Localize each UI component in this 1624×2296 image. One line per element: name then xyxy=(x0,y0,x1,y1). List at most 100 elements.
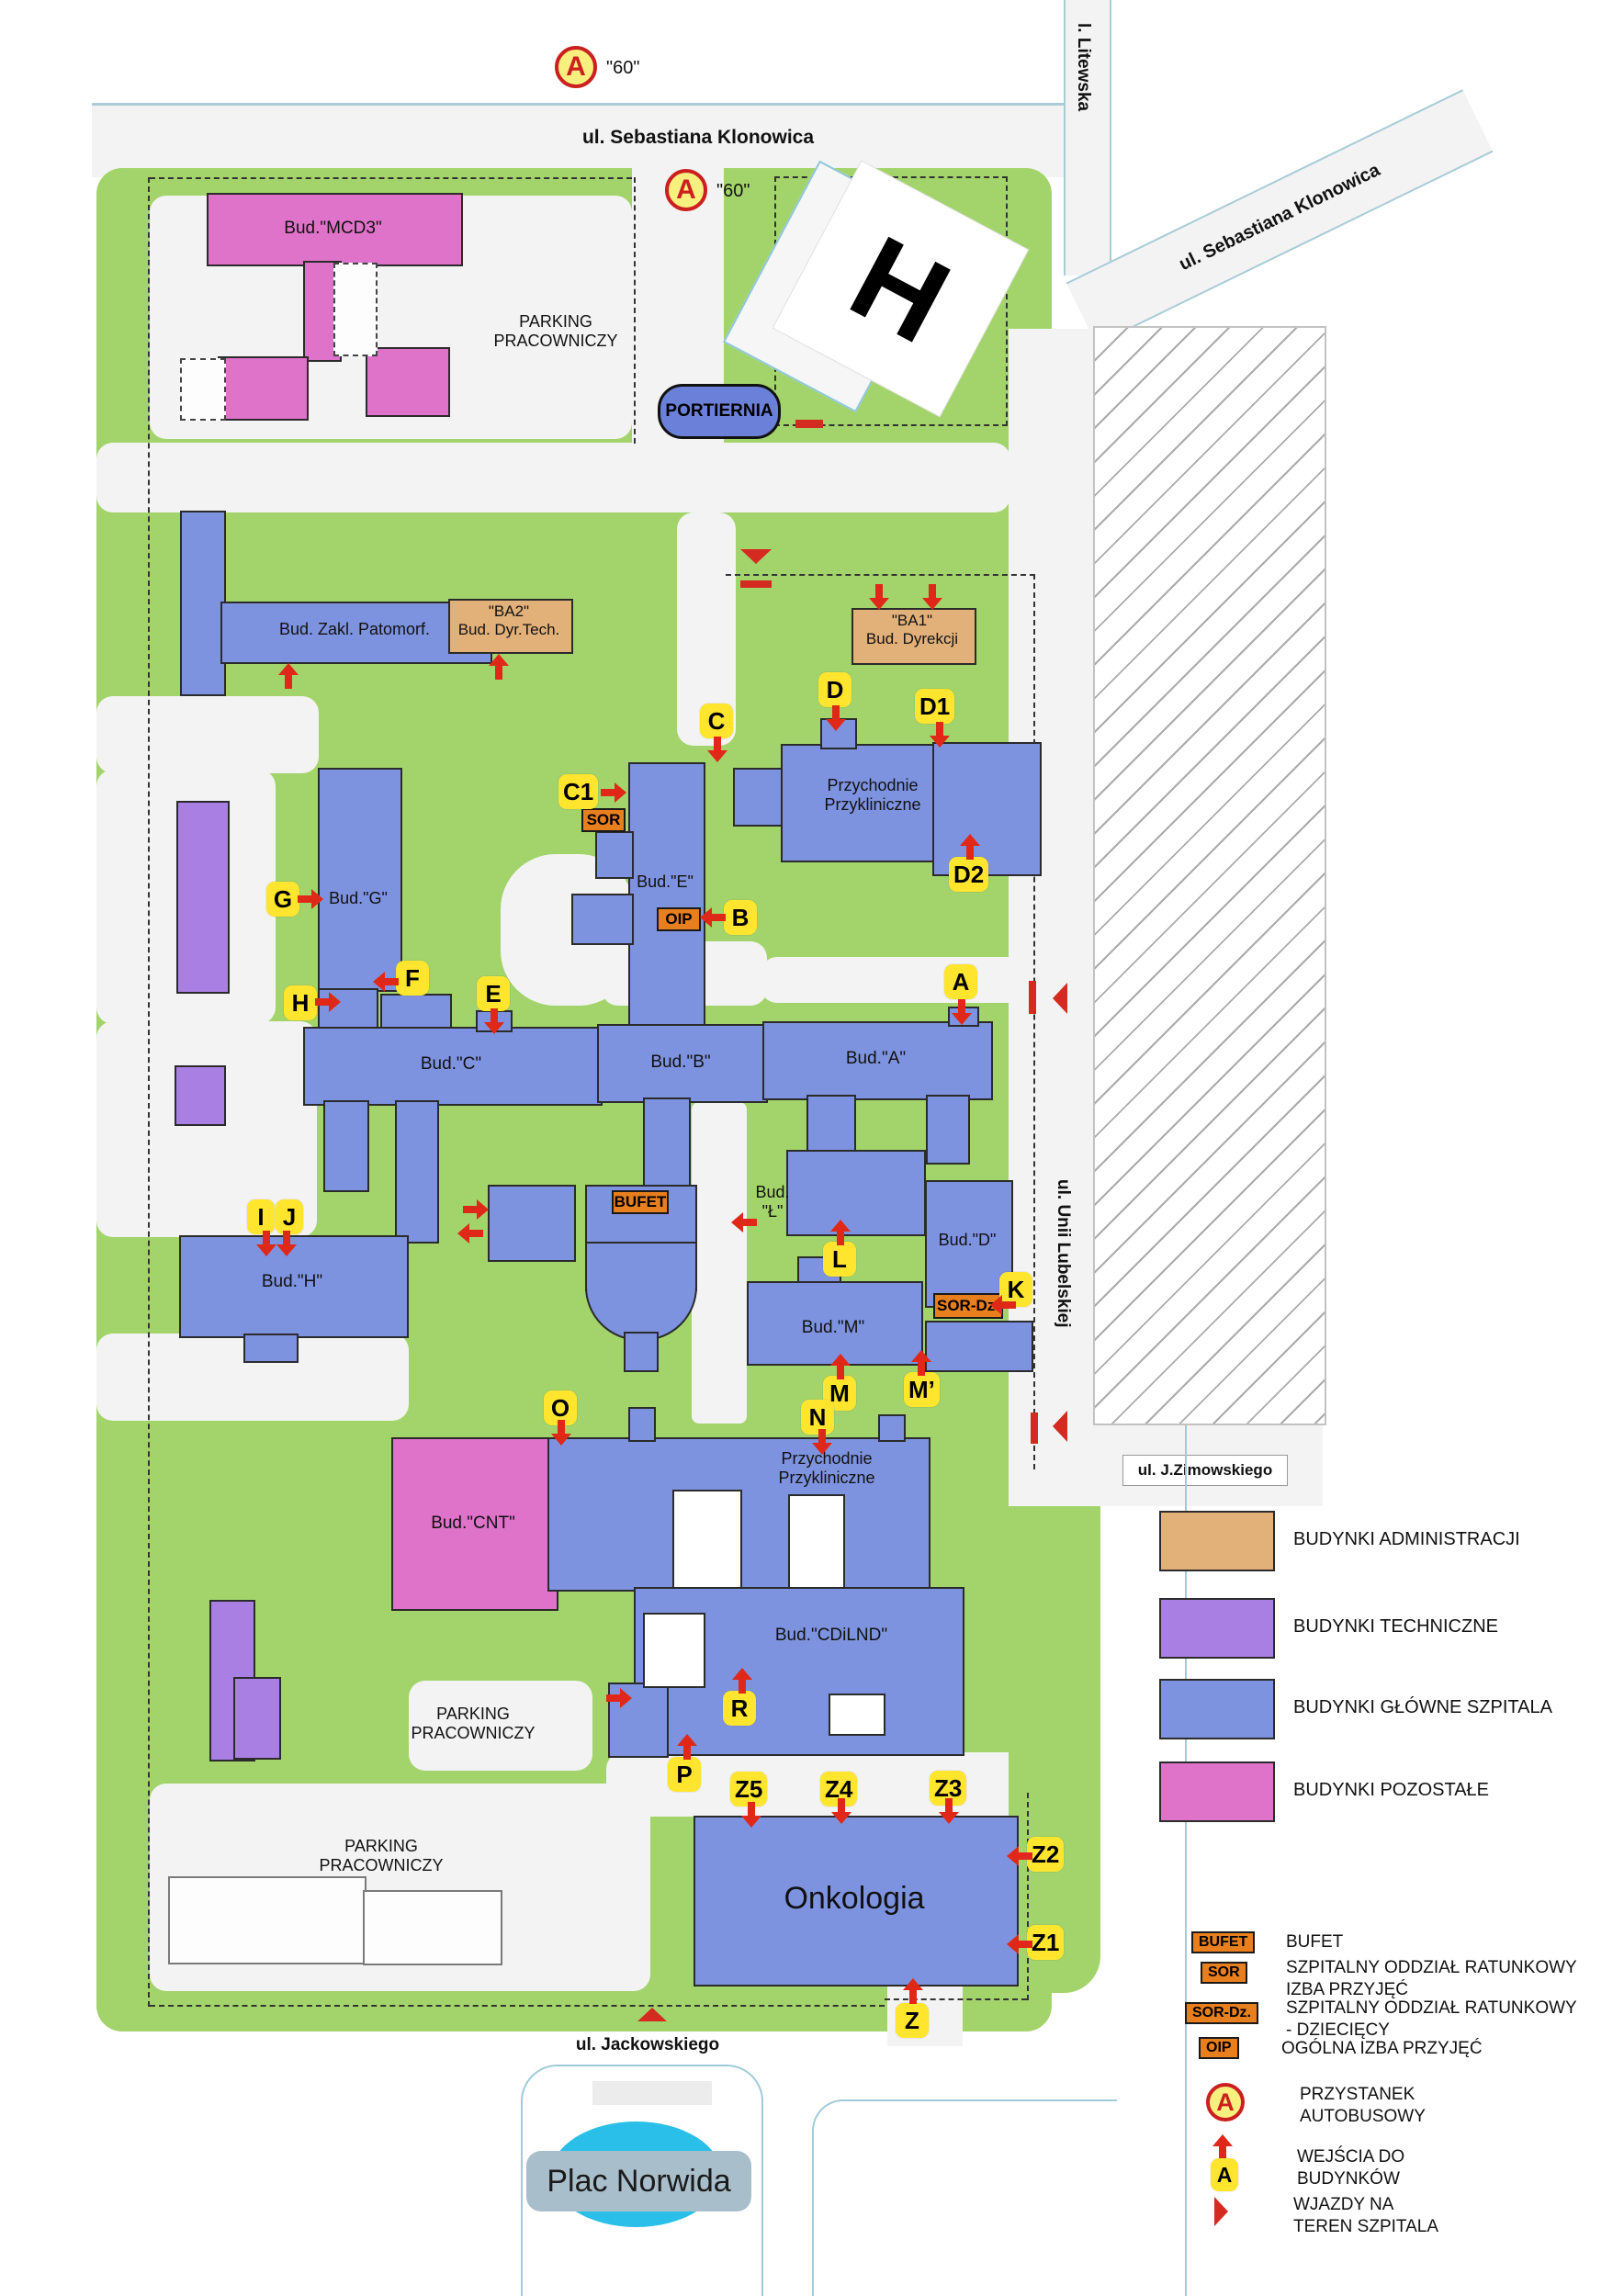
arrow-ba1-1 xyxy=(869,584,889,610)
bufet-box: BUFET xyxy=(612,1190,669,1214)
building-mcd3-label: Bud."MCD3" xyxy=(284,219,382,238)
entrance-arrow-D2 xyxy=(960,834,980,860)
gate-bar-top xyxy=(740,580,772,588)
legend-bufet-box: BUFET xyxy=(1191,1931,1256,1953)
legend-label-0: BUDYNKI ADMINISTRACJI xyxy=(1293,1529,1520,1549)
entrance-marker-I: I xyxy=(247,1199,275,1234)
entrance-marker-P: P xyxy=(668,1757,701,1792)
entrance-arrow-Z3 xyxy=(939,1798,959,1824)
legend-label-2: BUDYNKI GŁÓWNE SZPITALA xyxy=(1293,1697,1552,1717)
oip-box: OIP xyxy=(657,907,701,931)
building-e-annex-2 xyxy=(571,894,634,945)
building-g-label: Bud."G" xyxy=(329,889,388,907)
street-unii-lubelskiej xyxy=(1009,329,1093,1424)
building-bufet-stem xyxy=(624,1332,659,1372)
entrance-arrow-J xyxy=(276,1231,297,1256)
building-ba2 xyxy=(448,599,573,654)
building-mcd3-annex-2 xyxy=(333,263,378,356)
building-onkologia xyxy=(694,1816,1019,1986)
building-d-label: Bud."D" xyxy=(938,1231,997,1249)
legend-symbol-label-5-0: WEJŚCIA DO xyxy=(1297,2147,1405,2167)
legend-symbol-label-1-1: IZBA PRZYJĘĆ xyxy=(1286,1980,1409,1999)
gate-triangle-east-2 xyxy=(1053,1411,1067,1442)
building-h-label: Bud."H" xyxy=(261,1272,323,1291)
road-center xyxy=(692,1102,747,1424)
courtyard-4 xyxy=(829,1694,885,1736)
bus-stop-icon-inner: A xyxy=(665,169,707,211)
perimeter-ba xyxy=(726,574,1035,576)
legend-oip-box: OIP xyxy=(1199,2037,1239,2059)
entrance-marker-E: E xyxy=(477,976,510,1011)
entrance-marker-A: A xyxy=(944,964,977,999)
perimeter-right xyxy=(1033,574,1035,1469)
legend-sor_dz-box: SOR-Dz. xyxy=(1185,2002,1258,2024)
building-przychodnie-stub-2 xyxy=(878,1414,906,1442)
legend-symbol-label-6-0: WJAZDY NA xyxy=(1293,2195,1394,2214)
legend-label-3: BUDYNKI POZOSTAŁE xyxy=(1293,1780,1490,1800)
street-label-klonowica-diagonal: ul. Sebastiana Klonowica xyxy=(1176,159,1383,275)
entrance-marker-R: R xyxy=(723,1691,756,1726)
entrance-marker-Z1: Z1 xyxy=(1027,1925,1065,1960)
gate-bar-east-1 xyxy=(1029,981,1036,1014)
building-cdilnd-label: Bud."CDiLND" xyxy=(774,1626,888,1645)
legend-label-1: BUDYNKI TECHNICZNE xyxy=(1293,1616,1498,1637)
road-left-mid xyxy=(96,696,319,773)
entrance-marker-Z5: Z5 xyxy=(730,1772,768,1806)
building-tech-1 xyxy=(176,801,230,994)
entrance-arrow-A xyxy=(952,999,972,1025)
legend-symbol-label-3-0: OGÓLNA IZBA PRZYJĘĆ xyxy=(1281,2039,1483,2058)
entrance-arrow-L xyxy=(830,1220,851,1245)
parking-structure-2 xyxy=(363,1890,502,1965)
arrow-passage-left xyxy=(457,1223,483,1244)
legend-swatch-1 xyxy=(1159,1598,1275,1659)
entrance-marker-Z2: Z2 xyxy=(1027,1837,1065,1872)
entrance-arrow-M’ xyxy=(911,1350,931,1376)
building-cnt xyxy=(391,1437,558,1611)
entrance-arrow-K xyxy=(990,1295,1016,1315)
street-label-zimowskiego-box: ul. J.Zimowskiego xyxy=(1122,1455,1288,1486)
building-bufet-apse xyxy=(585,1242,697,1341)
building-b-label: Bud."B" xyxy=(650,1052,711,1072)
bus-stop-route-top: "60" xyxy=(606,58,640,78)
courtyard-2 xyxy=(788,1494,845,1593)
entrance-arrow-G xyxy=(298,889,323,909)
building-g xyxy=(318,768,402,992)
building-mcd3-main xyxy=(207,193,463,266)
street-label-unii-lubelskiej: ul. Unii Lubelskiej xyxy=(1053,1179,1073,1328)
legend-bus-stop-icon: A xyxy=(1206,2083,1245,2122)
entrance-marker-C1: C1 xyxy=(558,774,599,809)
building-patomorf-label: Bud. Zakl. Patomorf. xyxy=(278,620,431,638)
entrance-arrow-F xyxy=(373,972,399,992)
building-patomorf-wing xyxy=(180,511,226,696)
helipad-letter: H xyxy=(830,209,971,368)
building-e-label: Bud."E" xyxy=(637,872,694,891)
entrance-arrow-Z4 xyxy=(831,1798,851,1824)
building-d-low xyxy=(925,1321,1033,1372)
portiernia-gatehouse: PORTIERNIA xyxy=(658,384,781,439)
building-ba1 xyxy=(851,608,976,665)
building-center-block xyxy=(488,1185,576,1262)
street-label-litewska: l. Litewska xyxy=(1074,23,1093,112)
plac-norwida-label: Plac Norwida xyxy=(547,2163,731,2199)
legend-symbol-label-6-1: TEREN SZPITALA xyxy=(1293,2217,1439,2236)
entrance-arrow-Z xyxy=(903,1978,923,2004)
entrance-arrow-Z5 xyxy=(741,1802,761,1828)
building-cnt-label: Bud."CNT" xyxy=(431,1514,515,1533)
entrance-marker-L: L xyxy=(823,1242,856,1277)
building-tech-4 xyxy=(233,1677,281,1760)
gate-triangle-top xyxy=(740,549,772,564)
legend-symbol-label-4-1: AUTOBUSOWY xyxy=(1300,2107,1426,2126)
building-przychodnie-top-right xyxy=(932,742,1042,876)
courtyard-3 xyxy=(643,1613,705,1688)
building-d xyxy=(925,1180,1013,1308)
legend-symbol-label-2-1: - DZIECIĘCY xyxy=(1286,2020,1390,2040)
perimeter-top xyxy=(150,177,632,179)
entrance-arrow-N xyxy=(812,1429,832,1455)
perimeter-onkologia-right xyxy=(1027,1793,1029,2000)
gate-bar-east-2 xyxy=(1031,1412,1038,1444)
road-edge-east xyxy=(1185,1425,1187,2296)
building-mcd3-se xyxy=(366,347,450,417)
building-mcd3-sw xyxy=(218,356,309,421)
zone-parking-1 xyxy=(409,1681,592,1771)
